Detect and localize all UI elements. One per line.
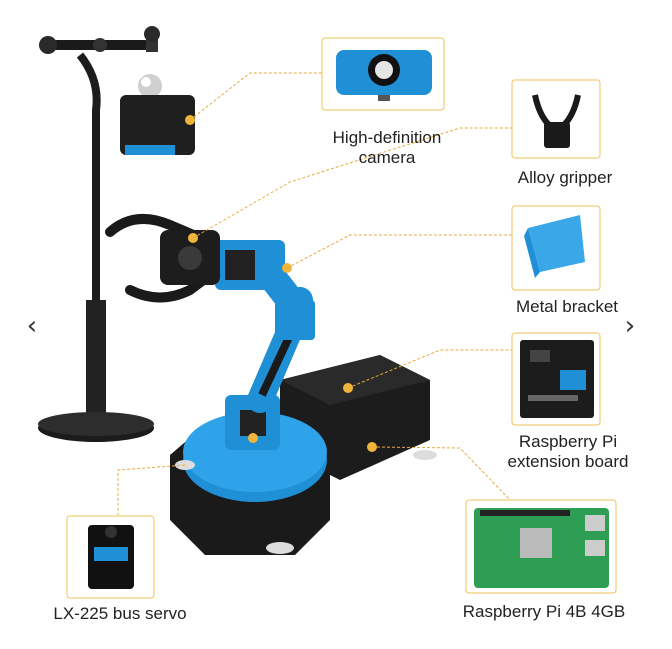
raspberry-pi-thumbnail [465, 499, 617, 594]
gripper [105, 213, 220, 303]
gripper-label: Alloy gripper [517, 168, 613, 187]
camera-label-line2: camera [358, 148, 416, 167]
gripper-thumbnail [511, 79, 601, 159]
camera-thumbnail [321, 37, 445, 111]
chevron-left-icon[interactable]: ‹ [26, 311, 38, 341]
camera-label: High-definition camera [322, 128, 452, 168]
bracket-label: Metal bracket [515, 297, 619, 316]
extension-label-line2: extension board [507, 452, 629, 471]
raspberry-pi-label: Raspberry Pi 4B 4GB [462, 602, 626, 621]
extension-label-line1: Raspberry Pi [518, 432, 618, 451]
bracket-thumbnail [511, 205, 601, 291]
robot-base [170, 355, 437, 555]
servo-label: LX-225 bus servo [53, 604, 187, 623]
chevron-right-icon[interactable]: › [624, 311, 636, 341]
extension-board-thumbnail [511, 332, 601, 426]
camera-stand [38, 26, 195, 442]
extension-board-label: Raspberry Pi extension board [493, 432, 643, 472]
camera-label-line1: High-definition [332, 128, 442, 147]
leader-lines [117, 72, 512, 515]
robot-arm [215, 240, 315, 450]
servo-thumbnail [66, 515, 155, 599]
